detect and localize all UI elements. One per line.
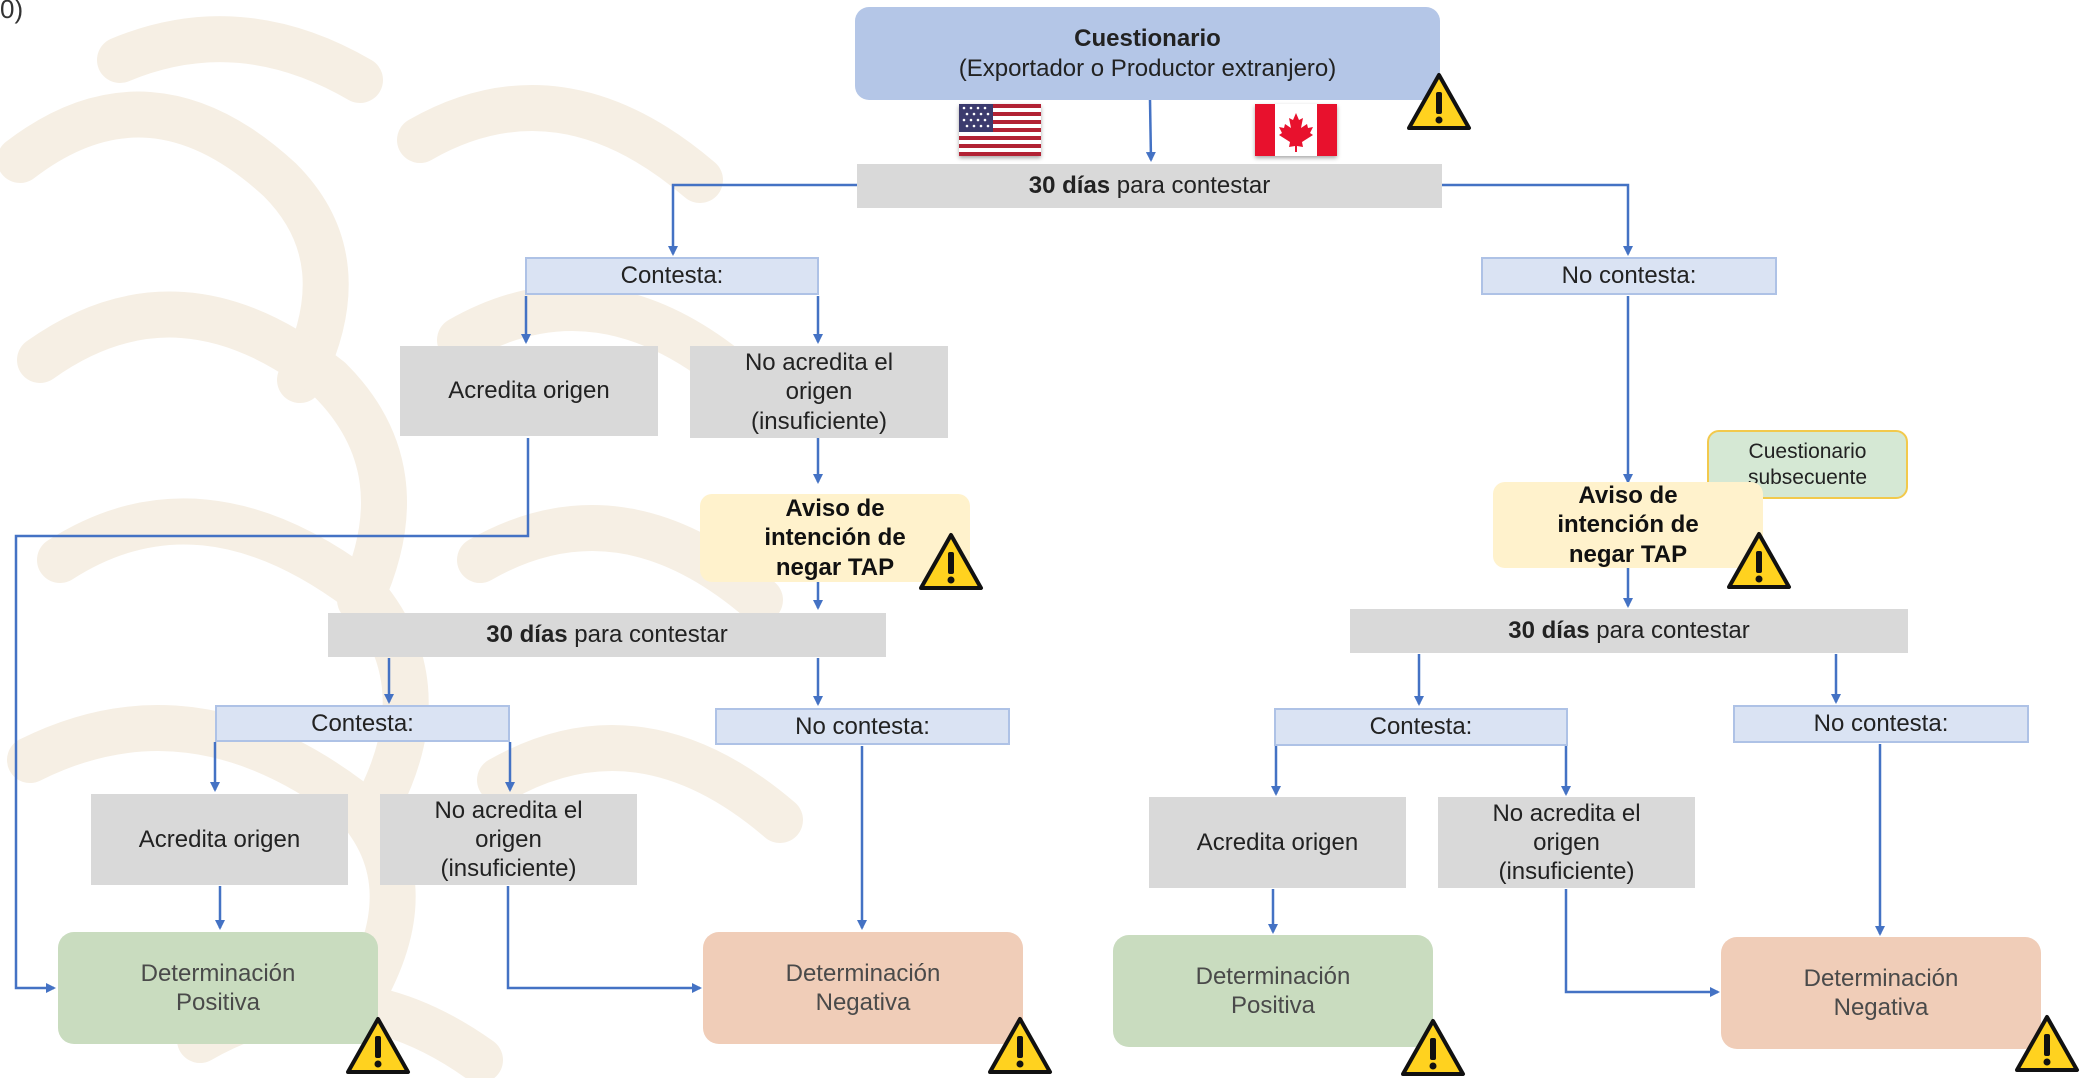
left-second-not-accredits-box: No acredita el origen (insuficiente): [380, 794, 637, 885]
questionnaire-header: Cuestionario (Exportador o Productor ext…: [855, 7, 1440, 100]
warning-icon: [1401, 1019, 1465, 1076]
left-notice-box: Aviso de intención de negar TAP: [700, 494, 970, 582]
warning-icon: [988, 1017, 1052, 1074]
united-states-flag-icon: [959, 104, 1041, 156]
questionnaire-subtitle: (Exportador o Productor extranjero): [958, 54, 1337, 82]
left-positive-determination: Determinación Positiva: [58, 932, 378, 1044]
warning-icon: [1727, 532, 1791, 589]
warning-icon: [919, 533, 983, 590]
right-notice-box: Aviso de intención de negar TAP: [1493, 482, 1763, 568]
left-negative-determination: Determinación Negativa: [703, 932, 1023, 1044]
deadline-text: para contestar: [1110, 172, 1271, 200]
subsequent-questionnaire-box: Cuestionario subsecuente: [1707, 430, 1908, 499]
right-deadline-bar: 30 días para contestar: [1350, 609, 1908, 653]
left-second-answers-label: Contesta:: [215, 705, 510, 742]
left-not-accredits-box: No acredita el origen (insuficiente): [690, 346, 948, 438]
left-accredits-box: Acredita origen: [400, 346, 658, 436]
right-no-answer-label: No contesta:: [1481, 257, 1777, 295]
right-negative-determination: Determinación Negativa: [1721, 937, 2041, 1049]
right-accredits-box: Acredita origen: [1149, 797, 1406, 888]
canada-flag-icon: [1255, 104, 1337, 156]
warning-icon: [346, 1017, 410, 1074]
right-second-no-answer-label: No contesta:: [1733, 705, 2029, 743]
top-deadline-bar: 30 días para contestar: [857, 164, 1442, 208]
warning-icon: [2015, 1015, 2079, 1072]
warning-icon: [1407, 73, 1471, 130]
right-positive-determination: Determinación Positiva: [1113, 935, 1433, 1047]
right-answers-label: Contesta:: [1274, 708, 1568, 746]
left-no-answer-label: No contesta:: [715, 708, 1010, 745]
left-answers-label: Contesta:: [525, 257, 819, 295]
deadline-days: 30 días: [1028, 172, 1111, 200]
corner-text: 0): [0, 0, 24, 24]
questionnaire-title: Cuestionario: [1074, 25, 1221, 53]
left-deadline-bar: 30 días para contestar: [328, 613, 886, 657]
right-not-accredits-box: No acredita el origen (insuficiente): [1438, 797, 1695, 888]
left-second-accredits-box: Acredita origen: [91, 794, 348, 885]
